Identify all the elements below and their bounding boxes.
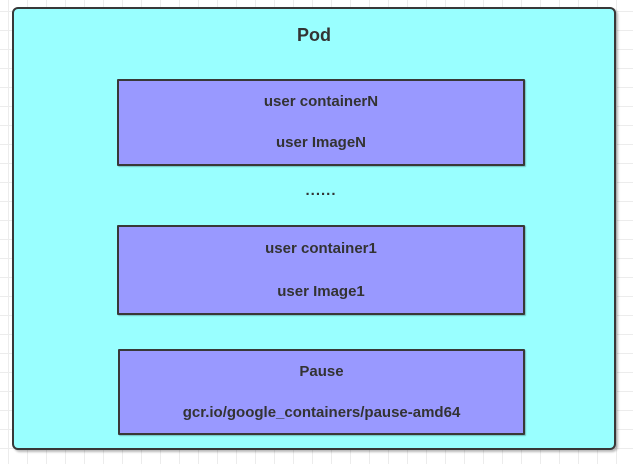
ellipsis-separator: ...... xyxy=(305,182,337,199)
container-box-pause: Pause gcr.io/google_containers/pause-amd… xyxy=(118,349,525,435)
container-image-label: user ImageN xyxy=(275,134,367,152)
container-name-label: Pause xyxy=(299,362,344,380)
container-name-label: user containerN xyxy=(263,92,379,110)
container-name-label: user container1 xyxy=(265,239,377,257)
container-box-userN: user containerN user ImageN xyxy=(117,79,525,166)
pod-box: Pod user containerN user ImageN ...... u… xyxy=(12,7,616,450)
container-box-user1: user container1 user Image1 xyxy=(117,225,525,315)
container-image-label: gcr.io/google_containers/pause-amd64 xyxy=(182,403,461,421)
container-image-label: user Image1 xyxy=(277,282,365,300)
pod-title: Pod xyxy=(297,25,331,45)
